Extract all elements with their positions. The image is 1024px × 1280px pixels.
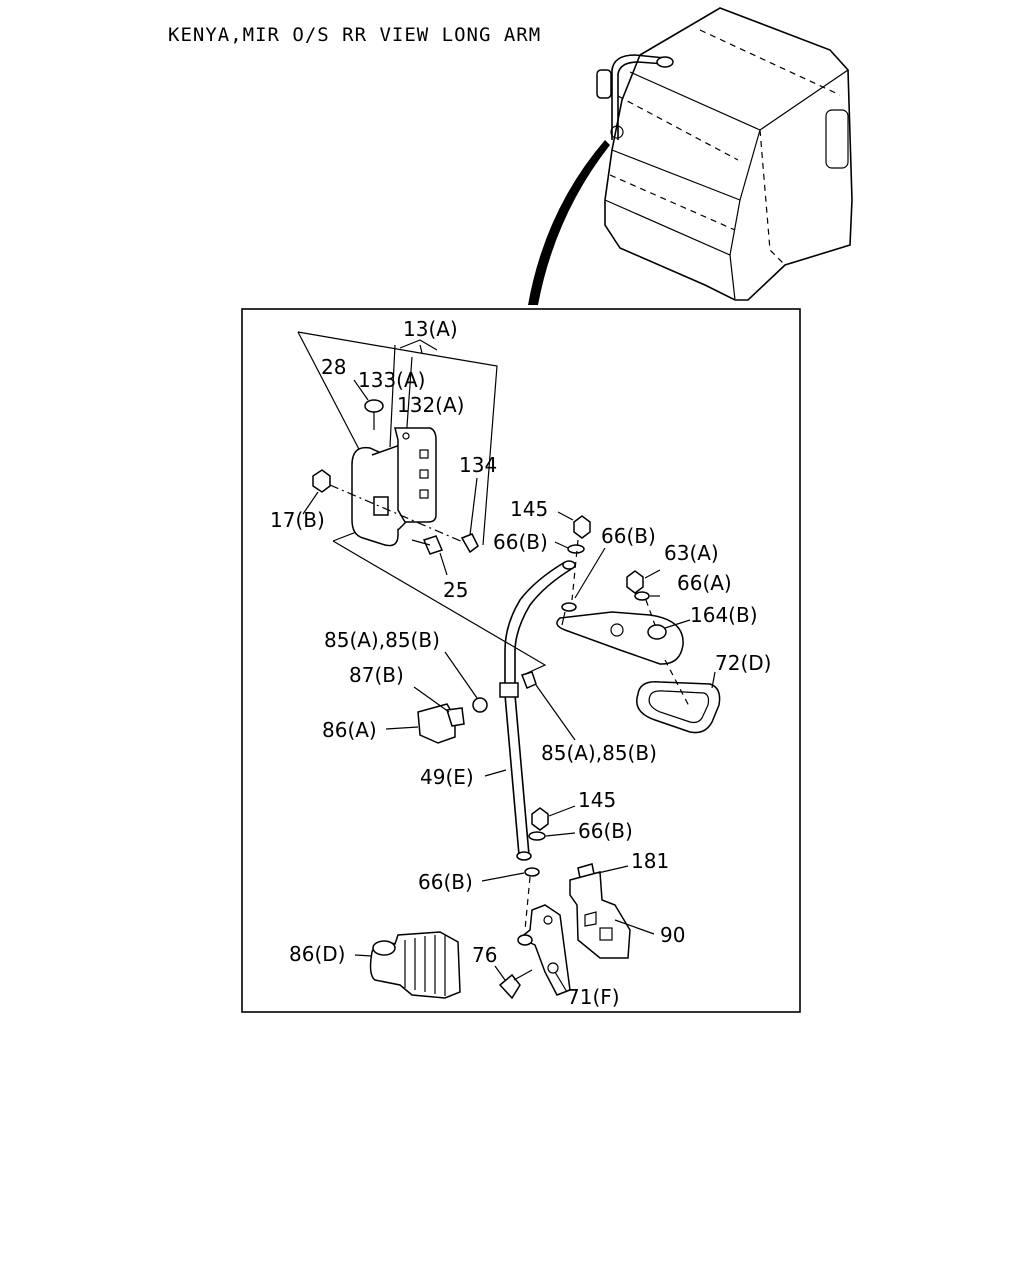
label-87b: 87(B) — [349, 663, 404, 687]
mirror-assembly — [297, 331, 547, 676]
label-134: 134 — [459, 453, 497, 477]
label-25: 25 — [443, 578, 468, 602]
mirror-arm-part — [417, 560, 576, 861]
truck-cab-illustration — [528, 7, 853, 305]
label-145-lower: 145 — [578, 788, 616, 812]
label-86a: 86(A) — [322, 718, 377, 742]
label-66b-upper-right: 66(B) — [601, 524, 656, 548]
diagram-title: KENYA,MIR O/S RR VIEW LONG ARM — [168, 24, 542, 46]
label-181: 181 — [631, 849, 669, 873]
part-labels: 13(A) 28 133(A) 132(A) 134 17(B) 25 145 … — [270, 317, 771, 1009]
label-145-upper: 145 — [510, 497, 548, 521]
label-66b-upper-left: 66(B) — [493, 530, 548, 554]
label-66b-lower-left: 66(B) — [418, 870, 473, 894]
upper-bracket-part — [556, 515, 721, 734]
label-133a: 133(A) — [358, 368, 425, 392]
label-49e: 49(E) — [420, 765, 474, 789]
label-66b-lower-right: 66(B) — [578, 819, 633, 843]
label-66a: 66(A) — [677, 571, 732, 595]
label-76: 76 — [472, 943, 497, 967]
label-28: 28 — [321, 355, 346, 379]
label-85a-85b-left: 85(A),85(B) — [324, 628, 440, 652]
label-132a: 132(A) — [397, 393, 464, 417]
label-90: 90 — [660, 923, 685, 947]
label-71f: 71(F) — [567, 985, 620, 1009]
label-86d: 86(D) — [289, 942, 345, 966]
label-13a: 13(A) — [403, 317, 458, 341]
label-164b: 164(B) — [690, 603, 758, 627]
lower-bracket-part — [369, 807, 631, 1000]
label-72d: 72(D) — [715, 651, 771, 675]
label-63a: 63(A) — [664, 541, 719, 565]
leader-lines — [302, 379, 716, 993]
detail-frame — [241, 308, 801, 1013]
label-85a-85b-right: 85(A),85(B) — [541, 741, 657, 765]
label-17b: 17(B) — [270, 508, 325, 532]
